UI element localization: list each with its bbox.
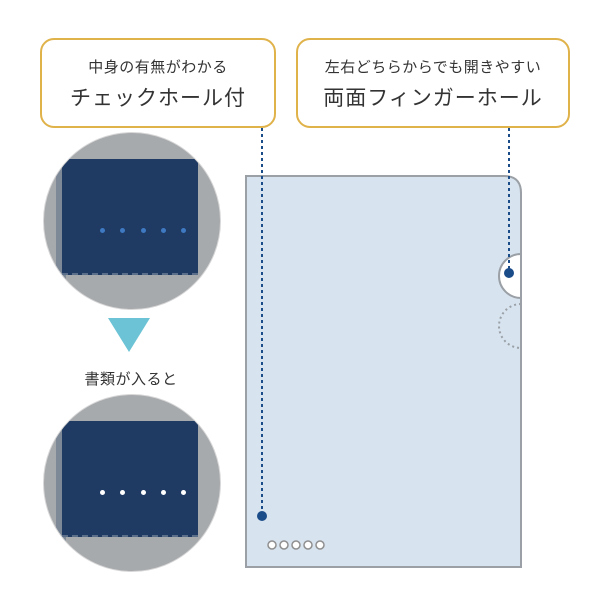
callout-check-hole: 中身の有無がわかる チェックホール付: [40, 38, 276, 128]
check-hole-icon: [315, 540, 325, 550]
check-hole-row: [100, 227, 186, 233]
check-hole-icon: [120, 489, 126, 495]
check-hole-icon: [100, 489, 105, 495]
folder-pocket: [62, 159, 198, 275]
check-hole-icon: [140, 489, 146, 495]
leader-dot-finger-hole: [504, 268, 514, 278]
check-hole-icon: [279, 540, 289, 550]
closeup-empty: [43, 132, 221, 310]
triangle-down-icon: [108, 318, 150, 352]
finger-hole-back: [498, 303, 522, 349]
check-hole-row: [100, 489, 186, 495]
folder-body: [245, 175, 522, 568]
callout-finger-hole-title: 両面フィンガーホール: [323, 86, 543, 110]
finger-hole-front: [498, 252, 522, 300]
check-hole-icon: [267, 540, 277, 550]
pocket-shadow: [56, 395, 66, 571]
check-hole-icon: [303, 540, 313, 550]
callout-finger-hole-subtitle: 左右どちらからでも開きやすい: [324, 58, 542, 76]
check-hole-icon: [160, 489, 166, 495]
caption: 書類が入ると: [84, 370, 178, 388]
callout-finger-hole: 左右どちらからでも開きやすい 両面フィンガーホール: [296, 38, 570, 128]
check-hole-icon: [181, 227, 186, 233]
check-hole-icon: [120, 227, 126, 233]
check-hole-icon: [160, 227, 166, 233]
check-hole-icon: [100, 227, 105, 233]
folder-pocket: [62, 421, 198, 537]
closeup-filled: [43, 394, 221, 572]
check-hole-icon: [291, 540, 301, 550]
callout-check-hole-subtitle: 中身の有無がわかる: [88, 58, 228, 76]
check-hole-icon: [181, 489, 186, 495]
leader-dot-check-hole: [257, 511, 267, 521]
pocket-shadow: [56, 133, 66, 309]
check-hole-icon: [140, 227, 146, 233]
callout-check-hole-title: チェックホール付: [70, 86, 246, 110]
folder-check-holes: [267, 540, 325, 550]
